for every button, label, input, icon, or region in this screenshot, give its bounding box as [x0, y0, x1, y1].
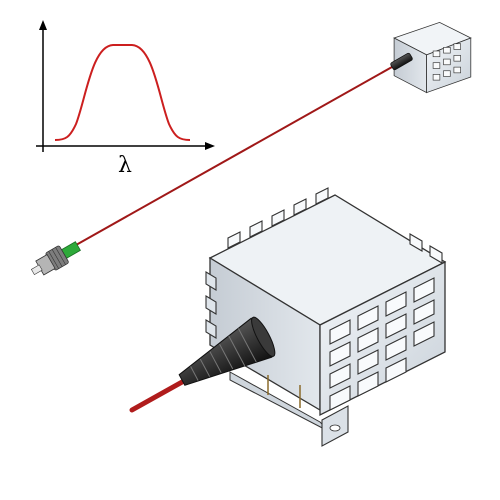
small-module-boot: [390, 52, 413, 71]
small-laser-module: [393, 21, 472, 94]
right-fins: [329, 277, 435, 411]
top-fins: [227, 187, 443, 264]
spectrum-inset: λ: [36, 20, 215, 178]
strain-relief-boot: [178, 316, 276, 386]
spectrum-curve: [54, 44, 191, 141]
x-axis-arrow-icon: [205, 142, 215, 150]
fiber-connector: [30, 241, 81, 276]
module-pins: [267, 375, 301, 408]
left-fins: [205, 271, 217, 339]
large-laser-module: [205, 187, 447, 447]
y-axis-arrow-icon: [39, 20, 47, 30]
x-axis-label: λ: [118, 153, 132, 178]
optical-fiber: [75, 66, 393, 246]
